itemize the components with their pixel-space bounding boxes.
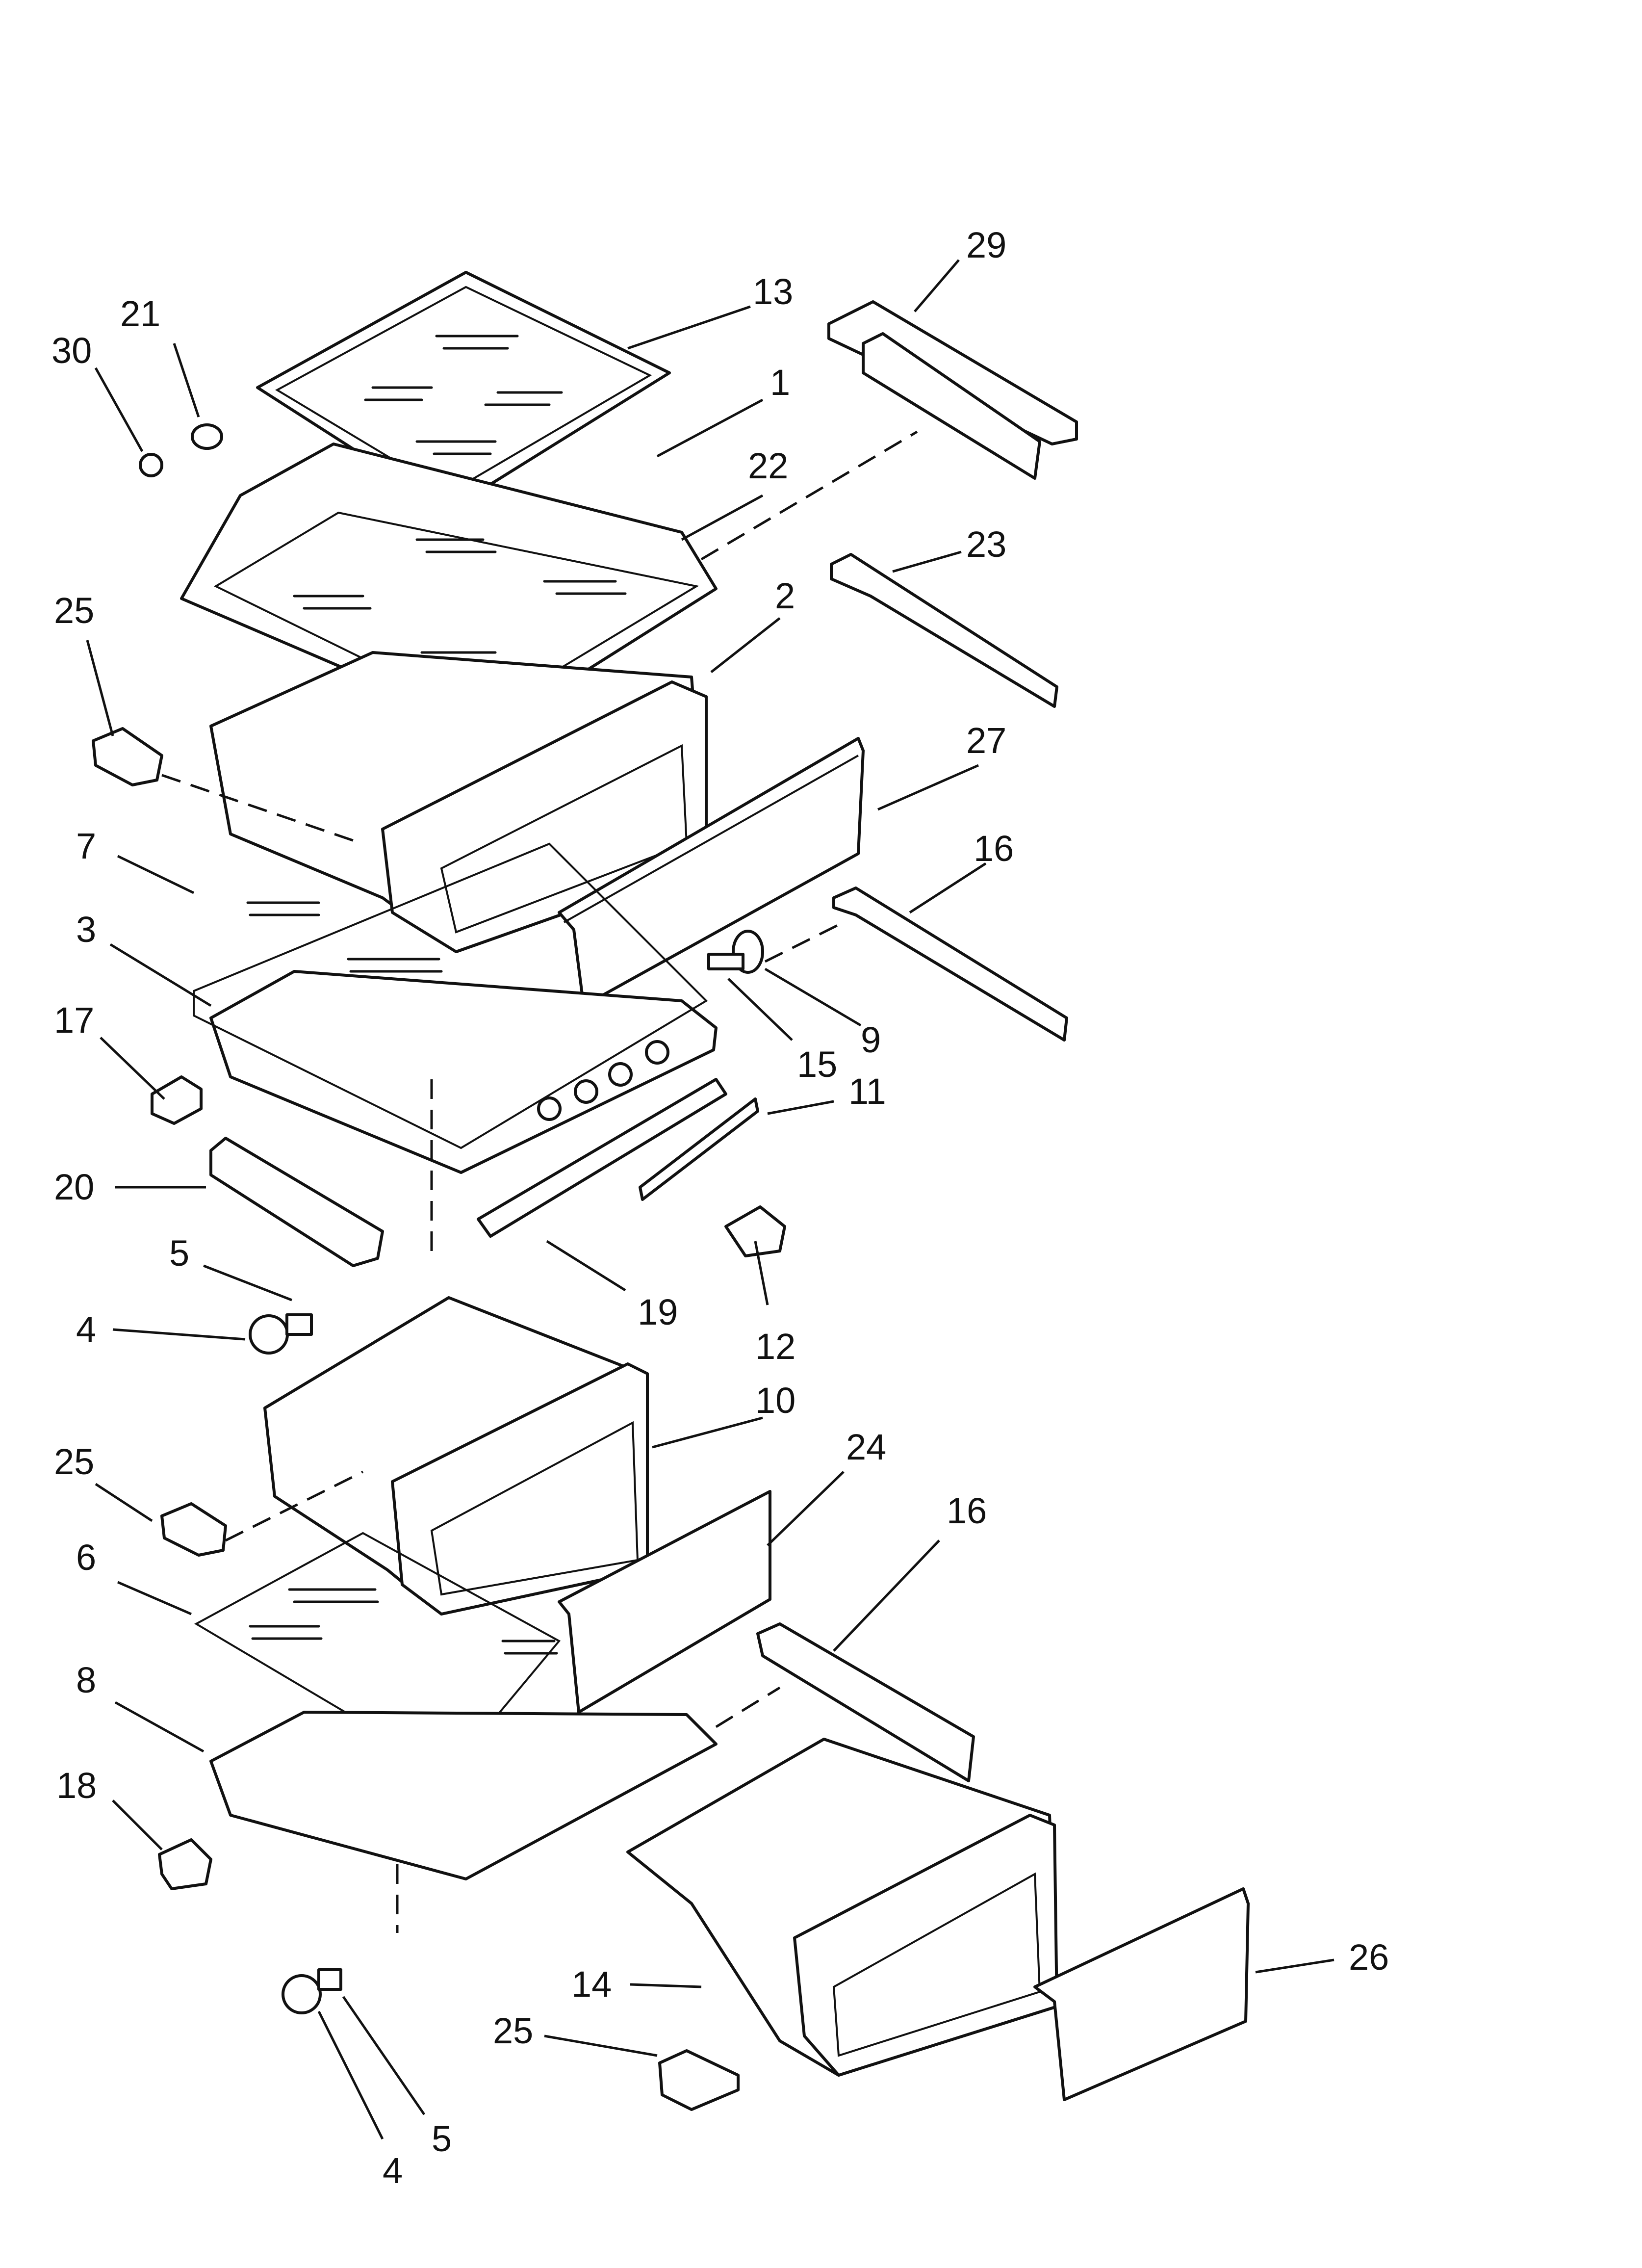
callout-labels: 29 13 21 30 1 22 23 25 2 27 7 16 3 9 15 … <box>51 225 1389 2191</box>
callout-9: 9 <box>861 1019 881 1060</box>
callout-14: 14 <box>571 1964 612 2005</box>
callout-4: 4 <box>383 2150 403 2191</box>
rail-part <box>756 1622 975 1782</box>
roller-part <box>249 1313 313 1355</box>
callout-5: 5 <box>432 2118 452 2159</box>
leader-lines <box>86 259 1334 2140</box>
rail-cover-part <box>209 1137 384 1267</box>
callout-26: 26 <box>1349 1937 1389 1978</box>
callout-2: 2 <box>775 575 795 616</box>
callout-16: 16 <box>974 828 1014 869</box>
callout-20: 20 <box>54 1167 94 1207</box>
callout-3: 3 <box>76 909 96 950</box>
callout-25: 25 <box>54 1441 94 1482</box>
drawer-front-part <box>558 1490 771 1714</box>
callout-10: 10 <box>755 1380 795 1421</box>
alignment-lines <box>161 430 918 1933</box>
callout-21: 21 <box>120 293 160 334</box>
rail-cover-part <box>477 1078 727 1238</box>
callout-13: 13 <box>753 271 793 312</box>
callout-15: 15 <box>797 1044 837 1085</box>
callout-4: 4 <box>76 1309 96 1350</box>
callout-29: 29 <box>966 225 1006 265</box>
callout-27: 27 <box>966 720 1006 761</box>
callout-17: 17 <box>54 1000 94 1041</box>
drawer-front-part <box>558 737 865 1007</box>
callout-18: 18 <box>56 1765 97 1806</box>
callout-24: 24 <box>846 1427 886 1467</box>
callout-6: 6 <box>76 1537 96 1578</box>
bracket-part <box>639 1097 759 1201</box>
bracket-part <box>151 1075 203 1125</box>
callout-22: 22 <box>748 445 788 486</box>
shelf-frame-part <box>180 443 718 732</box>
callout-25: 25 <box>493 2010 533 2051</box>
crisper-cover-frame-part <box>193 842 718 1174</box>
rail-assembly-part <box>827 300 1078 480</box>
drawer-front-part <box>1033 1887 1250 2101</box>
roller-part <box>282 1968 342 2014</box>
rail-part <box>830 553 1058 708</box>
crisper-cover-frame-part <box>194 1532 718 1880</box>
wheel-part <box>707 930 764 974</box>
callout-12: 12 <box>755 1326 795 1367</box>
bracket-part <box>658 2049 740 2111</box>
callout-1: 1 <box>770 362 790 403</box>
callout-11: 11 <box>848 1071 886 1112</box>
callout-30: 30 <box>51 330 92 371</box>
callout-23: 23 <box>966 524 1006 565</box>
rail-part <box>832 886 1068 1042</box>
callout-19: 19 <box>638 1292 678 1332</box>
bracket-part <box>158 1838 212 1890</box>
callout-7: 7 <box>76 826 96 866</box>
callout-16: 16 <box>947 1490 987 1531</box>
callout-5: 5 <box>169 1233 189 1274</box>
callout-8: 8 <box>76 1660 96 1700</box>
callout-25: 25 <box>54 590 94 631</box>
bracket-part <box>160 1502 227 1557</box>
clip-part <box>724 1205 786 1257</box>
fastener-part <box>139 423 223 477</box>
middle-crisper-drawer-part <box>263 1296 649 1616</box>
bracket-part <box>92 727 163 786</box>
bottom-drawer-part <box>626 1738 1058 2077</box>
